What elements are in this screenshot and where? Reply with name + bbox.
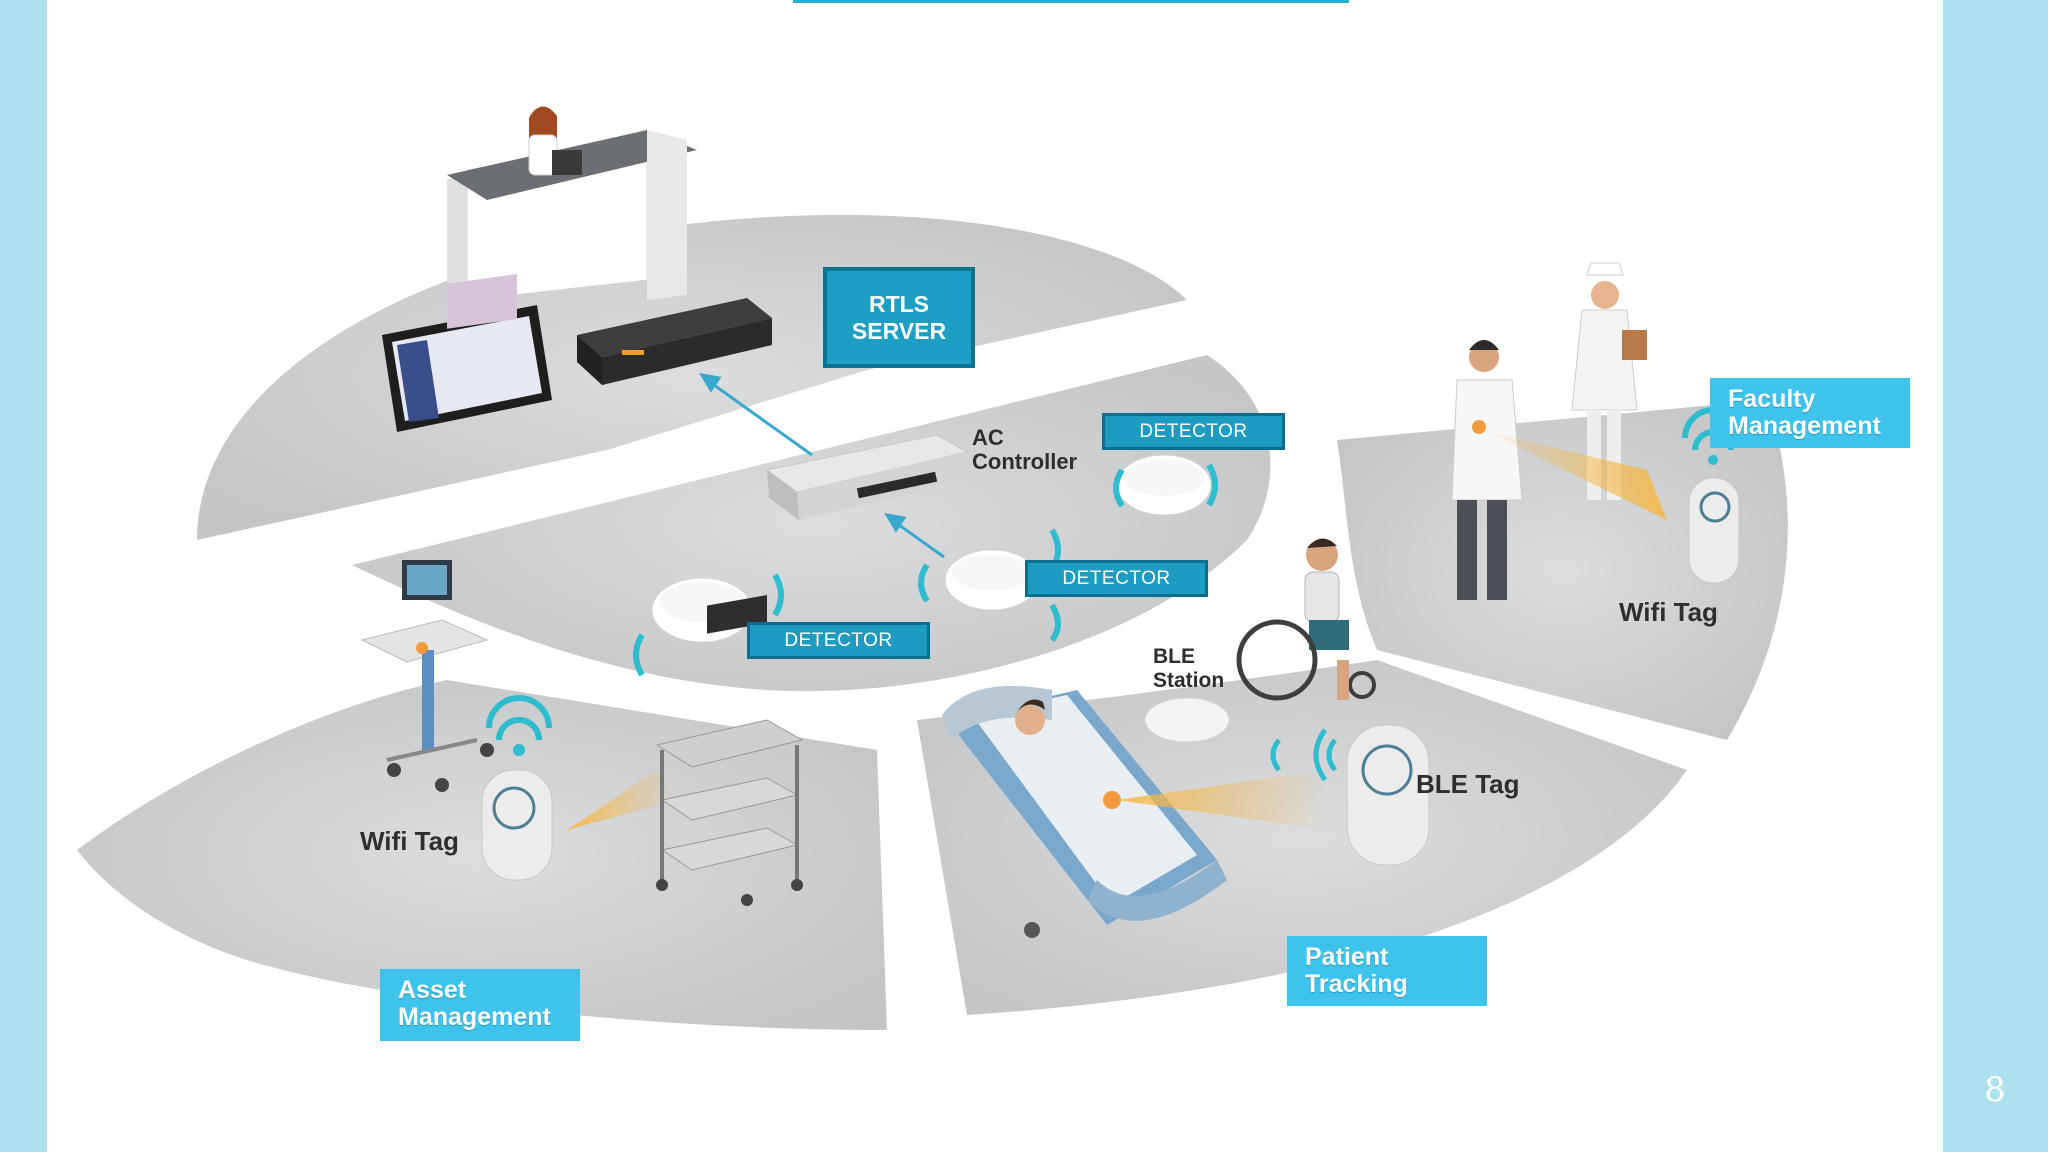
instrument-cart [655, 595, 804, 906]
faculty-management-label: Faculty Management [1710, 378, 1910, 448]
ble-tag-device [1313, 724, 1430, 866]
ble-tag-label: BLE Tag [1416, 769, 1520, 799]
detector-device-1 [1113, 454, 1218, 516]
hospital-bed [942, 685, 1227, 938]
server-box [577, 298, 772, 385]
receptionist-figure [528, 106, 582, 176]
detector-device-2 [918, 528, 1061, 642]
asset-management-label: Asset Management [380, 969, 580, 1041]
doctor-figure [1451, 340, 1523, 600]
detector-label-1: DETECTOR [1102, 413, 1285, 450]
slide: RTLS SERVER DETECTOR DETECTOR DETECTOR A… [47, 0, 1943, 1152]
connection-arrows [699, 372, 945, 559]
signal-beam-faculty [1482, 430, 1667, 520]
wifi-tag-left-label: Wifi Tag [360, 826, 459, 856]
monitor-display [382, 273, 552, 432]
wifi-tag-right-label: Wifi Tag [1619, 597, 1718, 627]
rtls-scene-illustration [77, 106, 1788, 1030]
ac-controller-device [765, 434, 969, 520]
detector-label-2: DETECTOR [1025, 560, 1208, 597]
patient-tracking-label: Patient Tracking [1287, 936, 1487, 1006]
signal-beam-asset [567, 770, 677, 830]
ble-station-device [1144, 697, 1282, 772]
rtls-server-label: RTLS SERVER [823, 267, 975, 368]
wheelchair-patient [1236, 538, 1376, 701]
floor-detector-zone [352, 355, 1271, 692]
top-accent-bar [793, 0, 1349, 3]
floor-asset-zone [77, 680, 887, 1030]
detector-label-3: DETECTOR [747, 622, 930, 659]
signal-beam-patient [1117, 770, 1327, 830]
page-number: 8 [1984, 1070, 2006, 1110]
ac-controller-label: AC Controller [972, 425, 1078, 474]
ble-station-label: BLE Station [1153, 645, 1225, 692]
floor-faculty-zone [1337, 400, 1788, 740]
wifi-tag-left-device [481, 695, 553, 881]
medical-cart-left [360, 560, 494, 792]
